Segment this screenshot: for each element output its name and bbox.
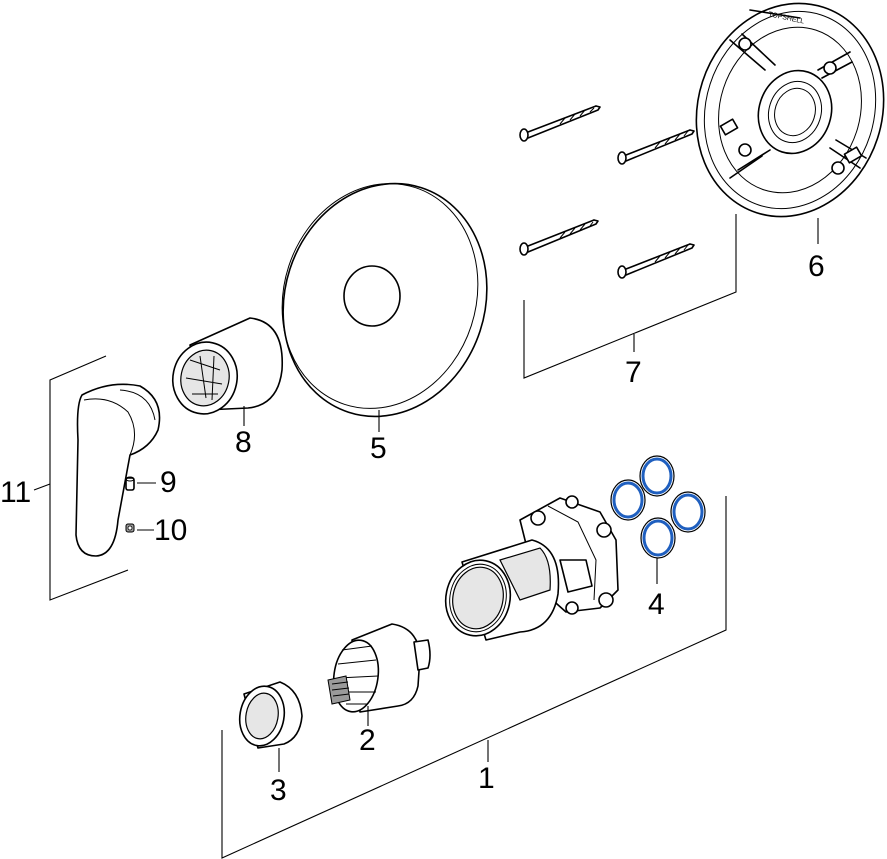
mounting-plate-part-6: TOPSHELL	[695, 2, 885, 218]
bracket-11	[49, 355, 129, 601]
label-1: 1	[478, 762, 495, 795]
leader-11	[33, 483, 51, 491]
label-9: 9	[160, 466, 177, 499]
bracket-7	[523, 214, 737, 379]
label-3: 3	[270, 774, 287, 807]
bracket-1	[221, 496, 727, 859]
screw-2	[617, 129, 695, 165]
screw-1	[519, 105, 601, 142]
label-6: 6	[808, 250, 825, 283]
screw-4	[617, 243, 695, 279]
sleeve-part-8	[172, 317, 283, 415]
nut-part-3	[238, 681, 303, 749]
set-screw-part-10	[125, 523, 135, 533]
valve-body-part-1	[444, 495, 619, 641]
screws-part-7	[519, 105, 695, 279]
label-5: 5	[370, 432, 387, 465]
label-4: 4	[648, 588, 665, 621]
screw-3	[519, 219, 599, 256]
label-7: 7	[625, 356, 642, 389]
handle-part-11	[75, 383, 161, 557]
orings-part-4	[610, 455, 706, 559]
insert-part-9	[125, 476, 135, 491]
label-10: 10	[154, 514, 188, 547]
label-8: 8	[235, 426, 252, 459]
label-11: 11	[0, 476, 32, 509]
cartridge-part-2	[327, 623, 431, 713]
label-2: 2	[359, 724, 376, 757]
cover-plate-part-5	[281, 182, 488, 418]
